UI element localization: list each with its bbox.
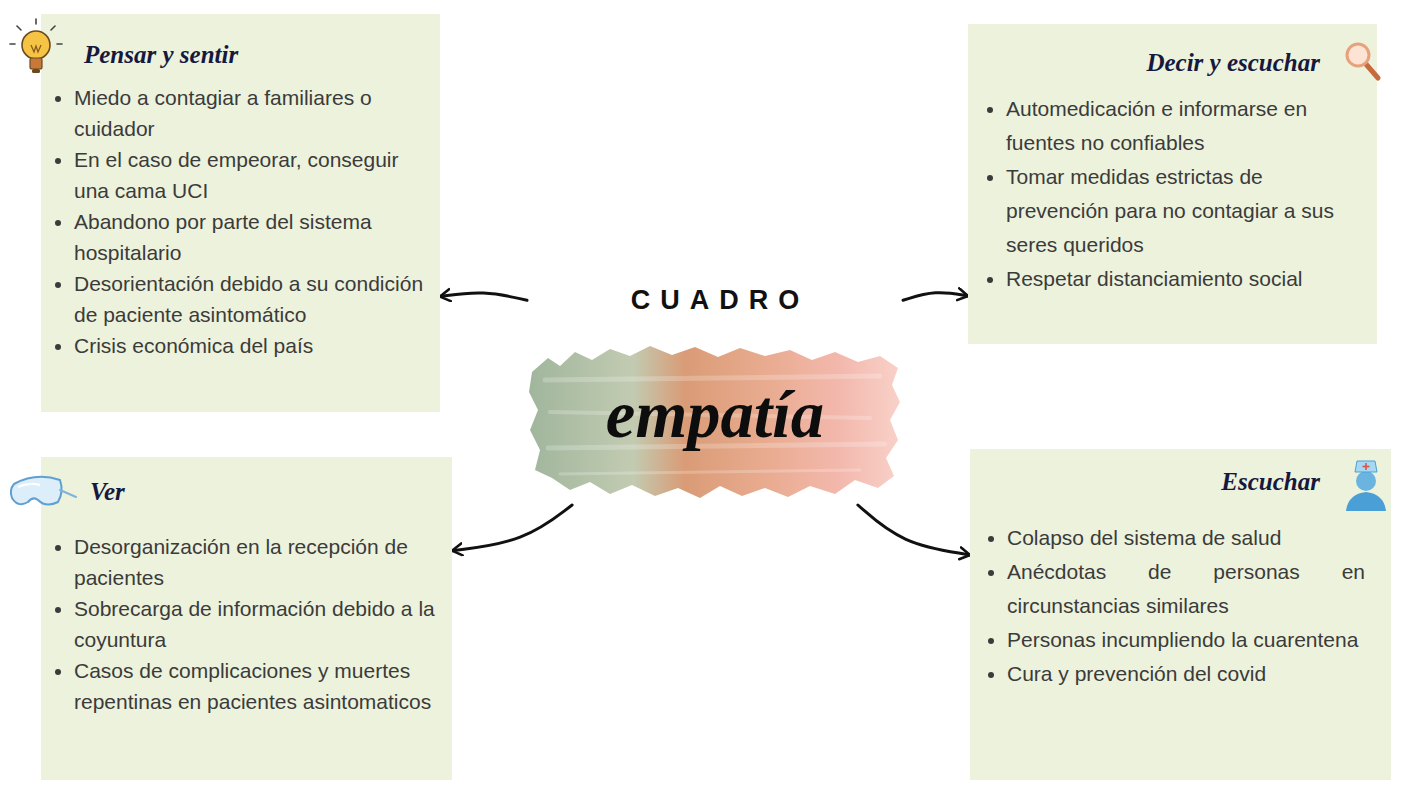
bullet-item: Sobrecarga de información debido a la co… — [74, 593, 442, 655]
bullet-item: Crisis económica del país — [74, 330, 430, 361]
bullet-item: Casos de complicaciones y muertes repent… — [74, 655, 442, 717]
empathy-quadrant: Pensar y sentirMiedo a contagiar a famil… — [41, 14, 440, 412]
center-title: CUADRO empatía — [527, 275, 903, 505]
nurse-icon — [1346, 461, 1386, 511]
empathy-quadrant: EscucharColapso del sistema de saludAnéc… — [970, 449, 1391, 780]
quadrant-heading: Pensar y sentir — [55, 40, 430, 70]
quadrant-heading: Ver — [55, 477, 442, 507]
lightbulb-icon — [10, 19, 62, 73]
title-word: CUADRO — [527, 283, 903, 317]
bullet-item: En el caso de empeorar, conseguir una ca… — [74, 144, 430, 206]
bullet-item: Colapso del sistema de salud — [1007, 521, 1365, 555]
bullet-item: Anécdotas de personas en circunstancias … — [1007, 555, 1365, 623]
bullet-item: Desorientación debido a su condición de … — [74, 268, 430, 330]
bullet-item: Automedicación e informarse en fuentes n… — [1006, 92, 1365, 160]
bullet-item: Miedo a contagiar a familiares o cuidado… — [74, 82, 430, 144]
bullet-list: Colapso del sistema de saludAnécdotas de… — [988, 521, 1365, 691]
empathy-quadrant: VerDesorganización en la recepción de pa… — [41, 457, 452, 780]
bullet-item: Desorganización en la recepción de pacie… — [74, 531, 442, 593]
goggles-icon — [11, 477, 76, 505]
bullet-item: Respetar distanciamiento social — [1006, 262, 1365, 296]
magnifier-icon — [1347, 44, 1378, 78]
script-title: empatía — [527, 370, 903, 460]
bullet-item: Cura y prevención del covid — [1007, 657, 1365, 691]
bullet-list: Automedicación e informarse en fuentes n… — [987, 92, 1365, 296]
curved-arrow — [452, 505, 572, 551]
curved-arrow — [858, 505, 970, 555]
bullet-item: Personas incumpliendo la cuarentena — [1007, 623, 1365, 657]
bullet-item: Abandono por parte del sistema hospitala… — [74, 206, 430, 268]
empathy-quadrant: Decir y escucharAutomedicación e informa… — [968, 24, 1377, 344]
quadrant-heading: Decir y escuchar — [987, 48, 1365, 78]
bullet-list: Desorganización en la recepción de pacie… — [55, 531, 442, 717]
bullet-item: Tomar medidas estrictas de prevención pa… — [1006, 160, 1365, 262]
bullet-list: Miedo a contagiar a familiares o cuidado… — [55, 82, 430, 361]
curved-arrow — [903, 293, 968, 301]
quadrant-heading: Escuchar — [988, 467, 1365, 497]
curved-arrow — [440, 293, 527, 300]
